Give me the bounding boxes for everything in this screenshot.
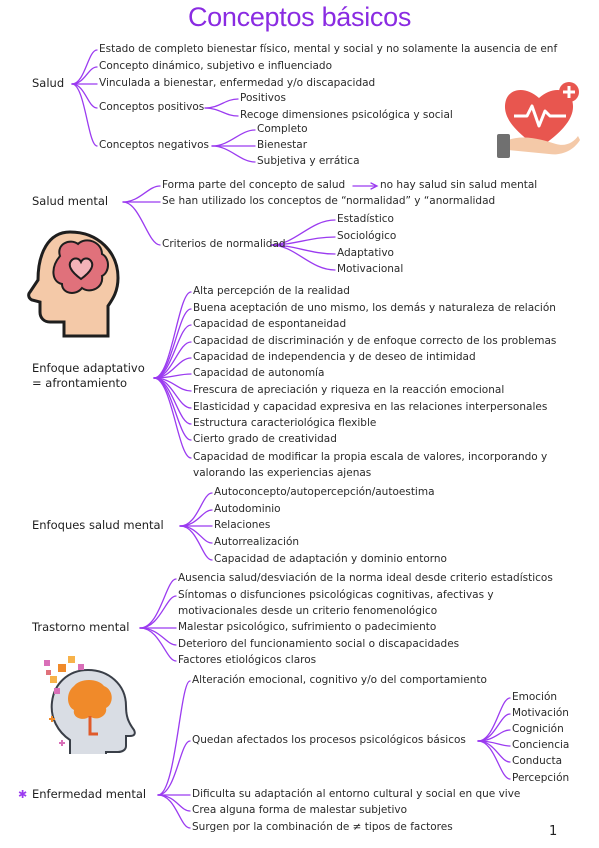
star-icon: ✱ (18, 788, 28, 801)
proceso-item: Conducta (512, 755, 563, 767)
salud-item: Vinculada a bienestar, enfermedad y/o di… (99, 77, 376, 89)
node-trastorno-mental: Trastorno mental (32, 620, 130, 634)
salud-item: Estado de completo bienestar físico, men… (99, 43, 558, 55)
adaptativo-item: Frescura de apreciación y riqueza en la … (193, 384, 505, 396)
page-number: 1 (549, 824, 558, 839)
node-enfoque-adaptativo-2: = afrontamiento (32, 376, 128, 390)
salud-mental-item: Criterios de normalidad (162, 238, 286, 250)
trastorno-item: Síntomas o disfunciones psicológicas cog… (178, 589, 494, 601)
adaptativo-item: Capacidad de espontaneidad (193, 318, 347, 330)
positivos-item: Recoge dimensiones psicológica y social (240, 109, 453, 121)
heart-hand-icon (497, 82, 580, 158)
proceso-item: Motivación (512, 707, 569, 719)
enfoques-item: Capacidad de adaptación y dominio entorn… (214, 553, 447, 565)
node-salud: Salud (32, 76, 65, 90)
positivos-item: Positivos (240, 92, 286, 104)
adaptativo-item: valorando las experiencias ajenas (193, 467, 372, 479)
trastorno-item: Ausencia salud/desviación de la norma id… (178, 572, 553, 584)
salud-item: Conceptos positivos (99, 101, 205, 113)
trastorno-item: Deterioro del funcionamiento social o di… (178, 638, 460, 650)
criterio-item: Estadístico (337, 213, 394, 225)
adaptativo-item: Capacidad de independencia y de deseo de… (193, 351, 476, 363)
adaptativo-item: Capacidad de discriminación y de enfoque… (193, 335, 557, 347)
adaptativo-item: Capacidad de modificar la propia escala … (193, 451, 548, 463)
salud-item: Concepto dinámico, subjetivo e influenci… (99, 60, 333, 72)
criterio-item: Sociológico (337, 230, 397, 242)
salud-mental-item: no hay salud sin salud mental (380, 179, 538, 191)
salud-mental-item: Se han utilizado los conceptos de “norma… (162, 195, 496, 207)
enfoques-item: Autorrealización (214, 536, 300, 548)
enfermedad-item: Crea alguna forma de malestar subjetivo (192, 804, 408, 816)
head-mosaic-brain-icon (44, 656, 136, 754)
adaptativo-item: Cierto grado de creatividad (193, 433, 337, 445)
adaptativo-item: Capacidad de autonomía (193, 367, 325, 379)
adaptativo-item: Estructura caracteriológica flexible (193, 417, 377, 429)
criterio-item: Motivacional (337, 263, 404, 275)
node-enfoque-adaptativo: Enfoque adaptativo (32, 361, 145, 375)
node-enfoques-salud-mental: Enfoques salud mental (32, 518, 164, 532)
node-salud-mental: Salud mental (32, 194, 109, 208)
negativos-item: Bienestar (257, 139, 308, 151)
enfermedad-item: Surgen por la combinación de ≠ tipos de … (192, 821, 453, 833)
proceso-item: Cognición (512, 723, 564, 735)
enfermedad-item: Alteración emocional, cognitivo y/o del … (192, 674, 487, 686)
adaptativo-item: Buena aceptación de uno mismo, los demás… (193, 302, 556, 314)
page-title: Conceptos básicos (187, 2, 412, 32)
trastorno-item: motivacionales desde un criterio fenomen… (178, 605, 438, 617)
negativos-item: Completo (257, 123, 308, 135)
adaptativo-item: Alta percepción de la realidad (193, 285, 350, 297)
negativos-item: Subjetiva y errática (257, 155, 360, 167)
trastorno-item: Factores etiológicos claros (178, 654, 317, 666)
proceso-item: Percepción (512, 772, 570, 784)
enfoques-item: Autodominio (214, 503, 281, 515)
enfermedad-item: Quedan afectados los procesos psicológic… (192, 734, 466, 746)
adaptativo-item: Elasticidad y capacidad expresiva en las… (193, 401, 548, 413)
salud-mental-item: Forma parte del concepto de salud (162, 179, 346, 191)
node-enfermedad-mental: Enfermedad mental (32, 787, 147, 801)
criterio-item: Adaptativo (337, 247, 394, 259)
proceso-item: Emoción (512, 691, 558, 703)
enfoques-item: Relaciones (214, 519, 271, 531)
enfoques-item: Autoconcepto/autopercepción/autoestima (214, 486, 435, 498)
proceso-item: Conciencia (512, 739, 570, 751)
head-heart-brain-icon (27, 230, 120, 338)
enfermedad-item: Dificulta su adaptación al entorno cultu… (192, 788, 521, 800)
salud-item: Conceptos negativos (99, 139, 210, 151)
trastorno-item: Malestar psicológico, sufrimiento o pade… (178, 621, 437, 633)
